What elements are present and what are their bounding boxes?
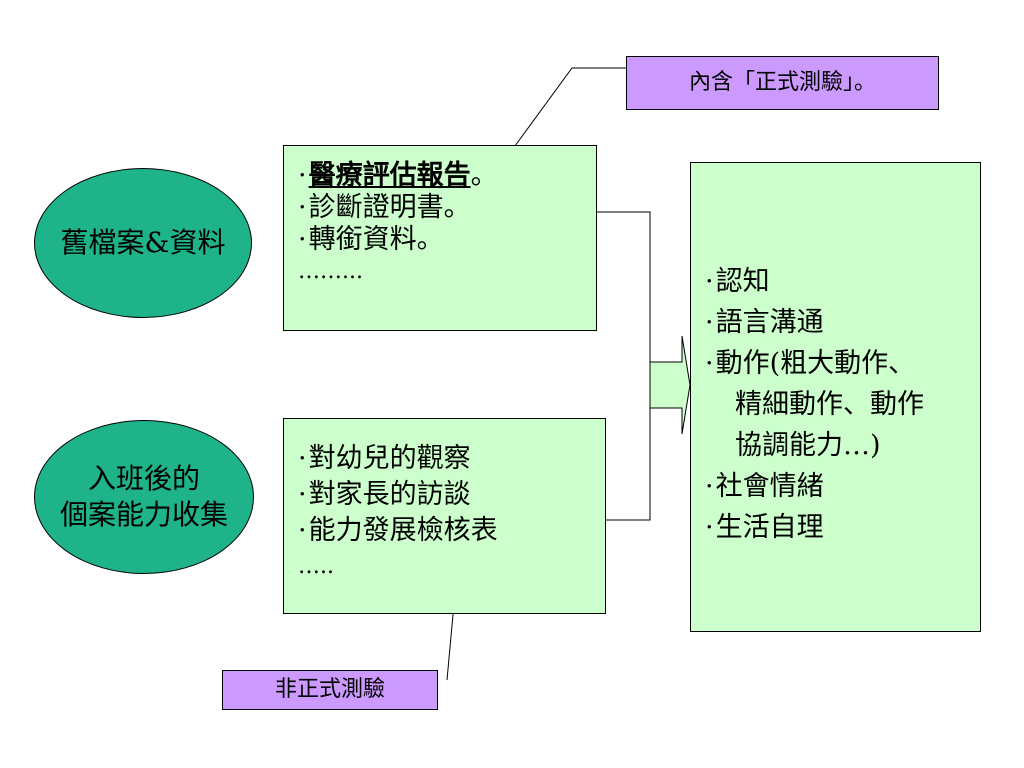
domain-item-language: ·語言溝通 — [705, 307, 824, 338]
domain-item-social: ·社會情緒 — [705, 471, 824, 502]
records-item-medical: ·醫療評估報告。 — [298, 160, 498, 191]
callout-informal: 非正式測驗 — [222, 670, 438, 710]
callout-pointer-formal — [511, 67, 626, 151]
observation-item-child: ·對幼兒的觀察 — [298, 443, 471, 474]
domain-item-motor-cont-1: 精細動作、動作 — [735, 389, 924, 420]
records-item-ellipsis: ……... — [298, 259, 363, 284]
node-in-class-line-2: 個案能力收集 — [59, 498, 228, 531]
box-domains: ·認知 ·語言溝通 ·動作(粗大動作、 精細動作、動作 協調能力…) ·社會情緒… — [690, 162, 981, 632]
records-item-diagnosis: ·診斷證明書。 — [298, 192, 471, 223]
box-records: ·醫療評估報告。 ·診斷證明書。 ·轉銜資料。 ……... — [283, 145, 597, 331]
observation-item-checklist: ·能力發展檢核表 — [298, 515, 498, 546]
records-item-medical-label: 醫療評估報告 — [308, 160, 471, 191]
domain-item-cognition: ·認知 — [705, 266, 770, 297]
callout-formal: 內含「正式測驗」。 — [626, 56, 939, 110]
callout-formal-label: 內含「正式測驗」。 — [688, 70, 876, 95]
box-observation: ·對幼兒的觀察 ·對家長的訪談 ·能力發展檢核表 ….. — [283, 418, 606, 614]
observation-item-ellipsis: ….. — [298, 554, 334, 579]
merge-arrow — [649, 335, 691, 435]
observation-item-parents: ·對家長的訪談 — [298, 479, 471, 510]
domain-item-motor-cont-2: 協調能力…) — [735, 430, 881, 461]
records-item-transition: ·轉銜資料。 — [298, 224, 444, 255]
callout-informal-label: 非正式測驗 — [274, 677, 385, 702]
node-in-class-line-1: 入班後的 — [87, 462, 200, 495]
node-in-class: 入班後的 個案能力收集 — [34, 420, 254, 574]
domain-item-motor: ·動作(粗大動作、 — [705, 348, 916, 379]
domain-item-self-care: ·生活自理 — [705, 512, 824, 543]
node-old-records-label: 舊檔案&資料 — [60, 226, 226, 259]
node-old-records: 舊檔案&資料 — [34, 168, 252, 318]
